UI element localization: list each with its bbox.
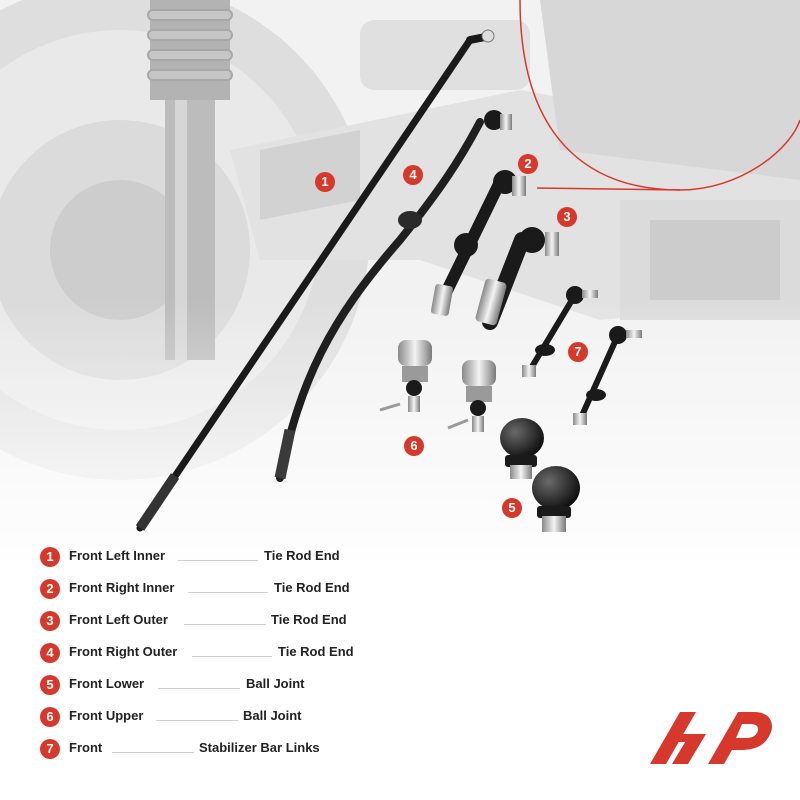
part-lower-ball-joints	[500, 418, 580, 532]
brand-logo-icon	[650, 712, 772, 764]
legend-position: Front Left Outer	[69, 612, 168, 627]
legend-number: 3	[40, 611, 60, 631]
legend-position: Front Lower	[69, 676, 145, 691]
legend-part: Tie Rod End	[274, 580, 350, 595]
legend-number: 4	[40, 643, 60, 663]
legend-item: 5 Front Lower Ball Joint	[40, 673, 420, 697]
legend-position: Front Right Inner	[69, 580, 175, 595]
legend-item: 6 Front Upper Ball Joint	[40, 705, 420, 729]
legend-part: Tie Rod End	[278, 644, 354, 659]
legend-part: Ball Joint	[246, 676, 305, 691]
legend-leader-line	[184, 624, 266, 625]
legend-position: Front Upper	[69, 708, 144, 723]
callout-badge-1: 1	[315, 172, 335, 192]
callout-line-2	[536, 187, 681, 191]
callout-badge-2: 2	[518, 154, 538, 174]
part-front-right-outer-tie-rod	[274, 110, 512, 482]
legend-leader-line	[178, 560, 258, 561]
legend-part: Tie Rod End	[264, 548, 340, 563]
legend-position: Front Left Inner	[69, 548, 166, 563]
part-stabilizer-links	[522, 286, 642, 425]
callout-badge-3: 3	[557, 207, 577, 227]
part-front-right-inner-tie-rod-end	[431, 170, 526, 316]
callout-badge-5: 5	[502, 498, 522, 518]
legend-part: Ball Joint	[243, 708, 302, 723]
legend-item: 2 Front Right Inner Tie Rod End	[40, 577, 420, 601]
legend-leader-line	[192, 656, 272, 657]
legend-leader-line	[158, 688, 240, 689]
legend-item: 7 Front Stabilizer Bar Links	[40, 737, 420, 761]
legend-part: Stabilizer Bar Links	[199, 740, 320, 755]
callout-badge-6: 6	[404, 436, 424, 456]
vehicle-background	[0, 0, 800, 570]
legend-number: 1	[40, 547, 60, 567]
callout-badge-4: 4	[403, 165, 423, 185]
part-front-left-inner-tie-rod	[135, 29, 495, 532]
legend-item: 3 Front Left Outer Tie Rod End	[40, 609, 420, 633]
legend-number: 5	[40, 675, 60, 695]
legend-item: 4 Front Right Outer Tie Rod End	[40, 641, 420, 665]
legend-leader-line	[188, 592, 268, 593]
legend-position: Front Right Outer	[69, 644, 178, 659]
legend-leader-line	[112, 752, 194, 753]
part-front-left-outer-tie-rod-end	[475, 227, 559, 330]
legend-number: 7	[40, 739, 60, 759]
legend-item: 1 Front Left Inner Tie Rod End	[40, 545, 420, 569]
callout-badge-7: 7	[568, 342, 588, 362]
part-upper-ball-joints	[379, 340, 496, 432]
legend-position: Front	[69, 740, 103, 755]
legend-number: 6	[40, 707, 60, 727]
legend-leader-line	[156, 720, 238, 721]
legend-number: 2	[40, 579, 60, 599]
legend-part: Tie Rod End	[271, 612, 347, 627]
